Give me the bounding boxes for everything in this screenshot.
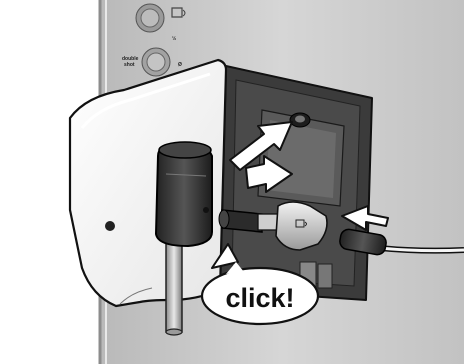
- dial-label-line2: shot: [124, 62, 135, 68]
- dial-mark-off: Ø: [178, 62, 182, 68]
- dial-mark-half: ½: [172, 35, 176, 42]
- callout-text: click!: [225, 283, 294, 313]
- nozzle-bracket: [220, 66, 372, 300]
